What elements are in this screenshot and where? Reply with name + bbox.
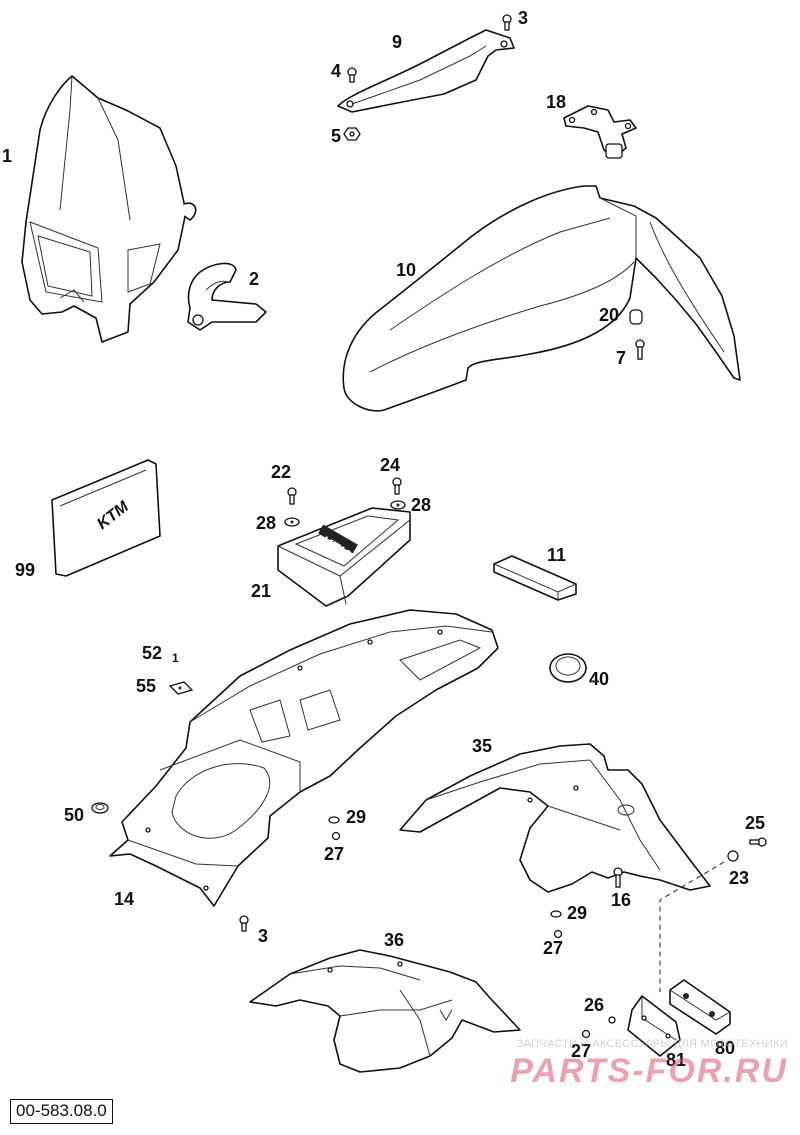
- callout-27-right: 27: [543, 938, 564, 958]
- screw-7: [635, 339, 645, 360]
- plate-light: [669, 979, 731, 1035]
- callout-28-left: 28: [256, 513, 277, 533]
- callout-11: 11: [547, 545, 567, 565]
- screw-3-top: [502, 14, 512, 31]
- callout-55: 55: [136, 676, 157, 696]
- callout-26: 26: [584, 995, 605, 1015]
- tool-box-cover: [277, 507, 411, 607]
- callout-27-bottom: 27: [571, 1041, 592, 1061]
- callout-21: 21: [251, 581, 272, 601]
- screw-24: [392, 477, 402, 495]
- rear-fender: [109, 609, 499, 907]
- watermark-tagline: ЗАПЧАСТИ И АКСЕССУАРЫ ДЛЯ МОТОТЕХНИКИ: [516, 1038, 788, 1050]
- headlight-mask: [21, 75, 197, 343]
- clip-55: [168, 681, 194, 695]
- washer-29-right: [550, 910, 562, 918]
- screw-3-bottom: [239, 915, 249, 932]
- callout-35: 35: [472, 736, 493, 756]
- nut-27-right: [553, 929, 563, 939]
- screw-25: [749, 837, 767, 847]
- washer-23: [727, 850, 739, 862]
- callout-2: 2: [249, 269, 260, 289]
- callout-7: 7: [616, 348, 627, 368]
- callout-16: 16: [611, 890, 632, 910]
- callout-10: 10: [396, 260, 417, 280]
- washer-29-left: [328, 816, 340, 824]
- callout-4: 4: [331, 61, 342, 81]
- callout-52-sub: 1: [172, 651, 179, 665]
- callout-9: 9: [392, 32, 403, 52]
- callout-80: 80: [715, 1038, 736, 1058]
- callout-24: 24: [380, 455, 401, 475]
- callout-36: 36: [384, 930, 405, 950]
- nut-27-left: [331, 831, 341, 841]
- callout-52: 52: [142, 643, 163, 663]
- nut-5: [343, 127, 361, 141]
- callout-20: 20: [599, 305, 620, 325]
- mounting-plate: [563, 105, 637, 159]
- callout-29-right: 29: [567, 903, 588, 923]
- screw-26: [608, 1016, 616, 1024]
- callout-3-top: 3: [518, 8, 529, 28]
- callout-99: 99: [15, 560, 36, 580]
- headlight-bracket: [187, 262, 267, 331]
- callout-29-left: 29: [346, 807, 367, 827]
- callout-18: 18: [546, 92, 567, 112]
- foam-strip: [493, 555, 577, 601]
- callout-27-left: 27: [324, 844, 345, 864]
- screw-22: [287, 487, 297, 505]
- plate-holder: [627, 995, 681, 1057]
- callout-23: 23: [729, 868, 750, 888]
- callout-5: 5: [331, 126, 342, 146]
- callout-40: 40: [589, 669, 610, 689]
- screw-16: [613, 867, 623, 888]
- washer-28-left: [284, 517, 300, 527]
- grommet-ring: [549, 653, 587, 683]
- screw-4: [347, 67, 357, 83]
- callout-14: 14: [114, 889, 135, 909]
- watermark-brand: PARTS-FOR.RU: [510, 1052, 788, 1090]
- grommet-50: [91, 802, 109, 814]
- fender-brace: [337, 29, 515, 113]
- callout-25: 25: [745, 813, 766, 833]
- nut-27-bottom: [581, 1029, 591, 1039]
- front-fender: [342, 185, 741, 412]
- callout-50: 50: [64, 805, 85, 825]
- rubber-grommet-20: [629, 309, 643, 325]
- callout-22: 22: [271, 462, 292, 482]
- callout-1: 1: [2, 146, 13, 166]
- drawing-code: 00-583.08.0: [10, 1099, 113, 1124]
- watermark: ЗАПЧАСТИ И АКСЕССУАРЫ ДЛЯ МОТОТЕХНИКИ PA…: [488, 1038, 788, 1091]
- washer-28-right: [390, 500, 406, 510]
- rear-mudguard: [399, 743, 711, 893]
- assembly-line: [659, 861, 725, 992]
- callout-28-right: 28: [411, 495, 432, 515]
- decal-sheet: [51, 459, 161, 577]
- callout-3-bottom: 3: [258, 926, 269, 946]
- rear-fender-variant: [249, 949, 521, 1073]
- callout-81: 81: [666, 1050, 687, 1070]
